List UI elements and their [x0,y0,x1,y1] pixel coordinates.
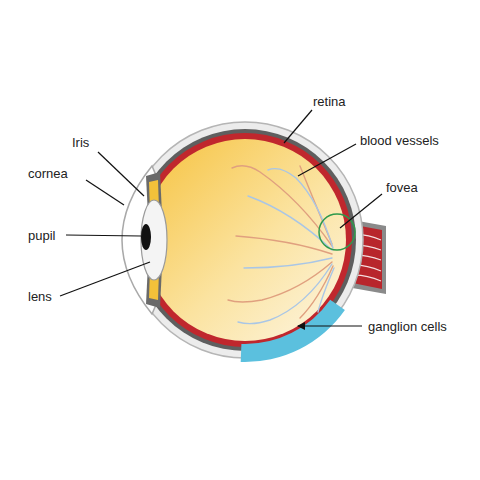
part-label: fovea [386,180,418,195]
part-label: retina [313,94,346,109]
fovea-circle [319,214,355,250]
part-label: Iris [72,135,89,150]
part-label: blood vessels [360,133,439,148]
pupil-shape [141,224,151,250]
leader-lines [60,110,382,326]
part-label: ganglion cells [368,319,447,334]
part-label: cornea [28,166,68,181]
ganglion-band [241,300,345,362]
lens-shape [141,200,167,280]
part-label: lens [28,289,52,304]
vitreous [144,139,346,341]
vessels [228,166,334,324]
part-label: pupil [28,228,55,243]
